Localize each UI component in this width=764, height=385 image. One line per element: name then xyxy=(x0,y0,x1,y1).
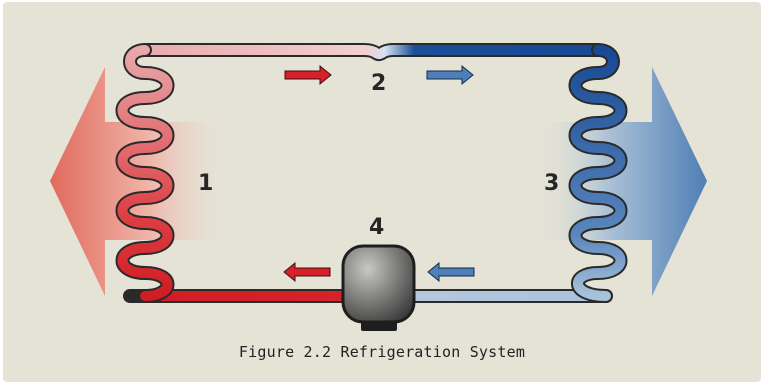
heat-out-arrow xyxy=(50,67,230,296)
arrow-right-icon xyxy=(284,64,332,86)
arrow-left-icon xyxy=(427,261,475,283)
condenser-coil xyxy=(117,45,173,301)
label-compressor: 4 xyxy=(369,215,384,240)
label-evaporator: 3 xyxy=(544,171,559,196)
figure-caption: Figure 2.2 Refrigeration System xyxy=(238,343,526,361)
compressor xyxy=(341,244,416,331)
arrow-right-icon xyxy=(426,64,474,86)
arrow-left-icon xyxy=(283,261,331,283)
label-expansion-valve: 2 xyxy=(371,71,386,96)
evaporator-coil xyxy=(570,45,626,301)
label-condenser: 1 xyxy=(198,171,213,196)
